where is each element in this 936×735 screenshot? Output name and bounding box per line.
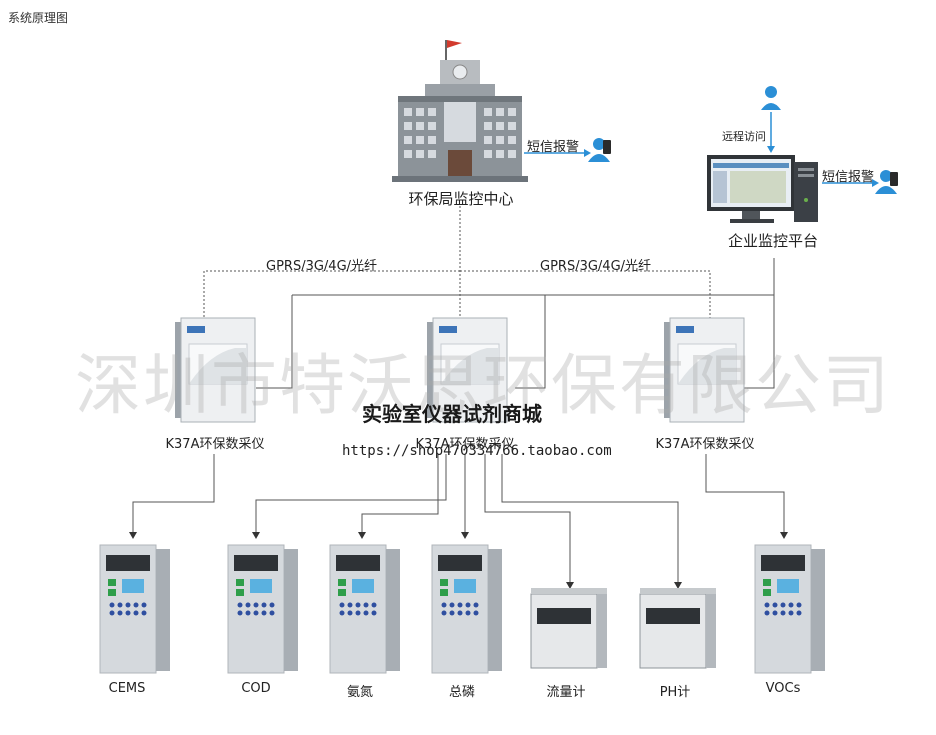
monitoring-center-label: 环保局监控中心: [408, 190, 514, 208]
collector-device: [175, 317, 256, 423]
instrument-label: PH计: [659, 685, 691, 700]
enterprise-platform-label: 企业监控平台: [727, 232, 819, 250]
remote-access-label: 远程访问: [722, 130, 766, 143]
remote-user-icon: [761, 86, 781, 110]
wired-links: [256, 258, 775, 389]
building-icon: [392, 40, 528, 182]
analyzer-cabinet: [431, 544, 502, 674]
collector-device: [427, 317, 508, 423]
sms-alarm-label: 短信报警: [527, 140, 580, 155]
sms-arrow-enterprise: [822, 179, 879, 187]
wireless-links: [203, 206, 711, 318]
page-title: 系统原理图: [8, 11, 69, 25]
company-watermark: 深圳市特沃思环保有限公司: [75, 347, 891, 424]
instrument-label: 总磷: [448, 685, 476, 700]
computer-icon: [707, 155, 818, 223]
analyzer-cabinet: [99, 544, 170, 674]
analyzer-cabinet: [754, 544, 825, 674]
sms-alarm-label: 短信报警: [822, 170, 875, 185]
person-phone-icon: [588, 138, 611, 162]
instrument-label: 流量计: [546, 685, 586, 700]
cable-arrowheads: [129, 532, 788, 589]
collector-label: K37A环保数采仪: [165, 437, 265, 452]
instrument-label: 氨氮: [346, 685, 374, 700]
collector-label: K37A环保数采仪: [415, 437, 515, 452]
shop-watermark: 实验室仪器试剂商城: [362, 402, 542, 426]
shop-url-watermark: https://shop470334766.taobao.com: [342, 443, 612, 459]
analyzer-cabinet: [227, 544, 298, 674]
link-label: GPRS/3G/4G/光纤: [266, 259, 378, 274]
collector-device: [664, 317, 745, 423]
sms-arrow-center: [524, 149, 591, 157]
instrument-label: COD: [241, 681, 271, 696]
collector-label: K37A环保数采仪: [655, 437, 755, 452]
meter-box: [530, 588, 607, 669]
instrument-cables: [132, 454, 785, 582]
meter-box: [639, 588, 716, 669]
person-phone-icon: [875, 170, 898, 194]
analyzer-cabinet: [329, 544, 400, 674]
remote-access-arrow: [767, 112, 775, 153]
link-label: GPRS/3G/4G/光纤: [540, 259, 652, 274]
instrument-label: VOCs: [765, 681, 801, 696]
instrument-label: CEMS: [108, 681, 146, 696]
